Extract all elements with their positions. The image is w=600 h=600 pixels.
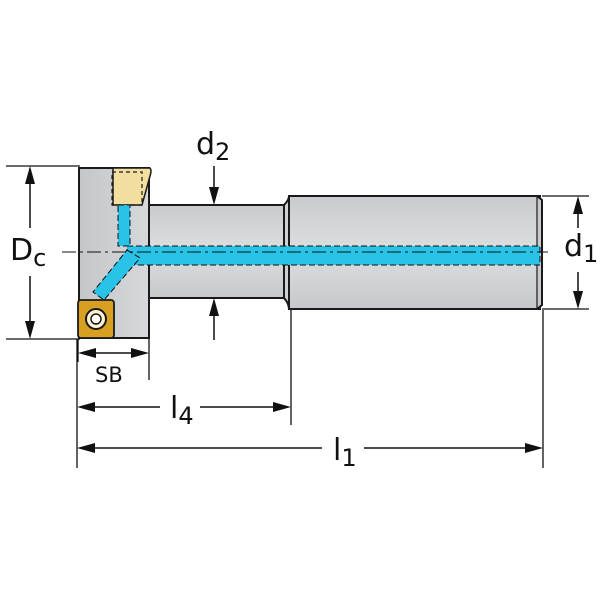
sb-arrow-right — [131, 348, 149, 358]
d1-arrow-bottom — [573, 291, 583, 309]
d1-arrow-top — [573, 196, 583, 214]
label-dc: Dc — [10, 233, 46, 272]
dc-arrow-top — [25, 166, 35, 184]
coolant-channel-main — [126, 245, 541, 266]
label-l1: l1 — [333, 433, 357, 472]
l4-arrow-right — [273, 402, 291, 412]
coolant-channel-vertical — [117, 204, 131, 247]
l4-arrow-left — [77, 402, 95, 412]
label-d1: d1 — [564, 229, 598, 268]
label-d2: d2 — [196, 127, 230, 166]
l1-arrow-left — [77, 443, 95, 453]
l1-arrow-right — [525, 443, 543, 453]
d2-arrow-bottom — [209, 298, 219, 316]
label-sb: SB — [95, 363, 123, 387]
dimensions — [6, 165, 589, 468]
label-l4: l4 — [170, 391, 194, 430]
coolant-channels — [92, 204, 541, 301]
d2-arrow-top — [209, 187, 219, 205]
dimension-labels: Dc d1 d2 SB l4 l1 — [10, 127, 598, 472]
dc-arrow-bottom — [25, 321, 35, 339]
coolant-channel-diagonal — [92, 249, 141, 301]
cutting-insert — [77, 299, 115, 339]
insert-screw-hole — [90, 313, 102, 325]
sb-arrow-left — [78, 348, 96, 358]
